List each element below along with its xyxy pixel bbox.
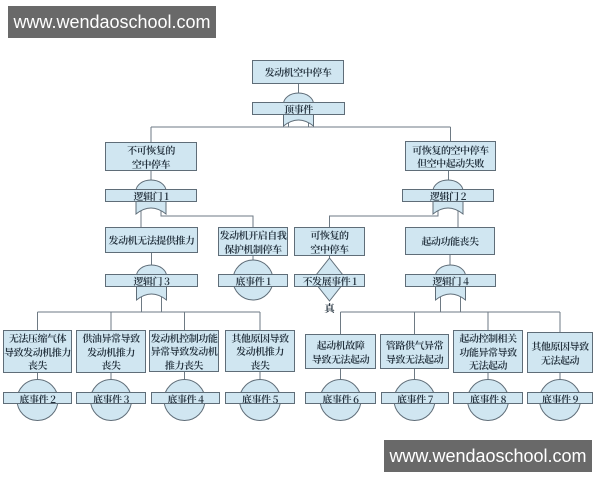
basic-event-6-label: 底事件 6 (305, 392, 376, 404)
cause-box-5: 起动机故障 导致无法起动 (305, 334, 376, 369)
basic-event-8-label: 底事件 8 (453, 392, 523, 404)
basic-event-1-label: 底事件 1 (218, 274, 288, 287)
cause-box-4: 其他原因导致 发动机推力 丧失 (225, 330, 295, 372)
top-gate-label: 顶事件 (252, 102, 345, 115)
watermark-top-left: www.wendaoschool.com (8, 6, 216, 38)
recoverable-shutdown-box: 可恢复的 空中停车 (294, 227, 365, 256)
logic-gate-1-label: 逻辑门 1 (105, 189, 197, 202)
basic-event-2-label: 底事件 2 (3, 392, 72, 404)
cause-box-7: 起动控制相关 功能异常导致 无法起动 (453, 330, 523, 373)
recoverable-restart-fail-box: 可恢复的空中停车 但空中起动失败 (405, 141, 496, 171)
cause-box-1: 无法压缩气体 导致发动机推力 丧失 (3, 330, 72, 373)
logic-gate-2-label: 逻辑门 2 (402, 189, 494, 202)
undeveloped-event-label: 不发展事件 1 (294, 274, 365, 287)
no-thrust-box: 发动机无法提供推力 (105, 227, 198, 253)
start-function-loss-box: 起动功能丧失 (405, 227, 495, 255)
logic-gate-4-label: 逻辑门 4 (405, 274, 496, 287)
logic-gate-3-label: 逻辑门 3 (105, 274, 198, 287)
basic-event-3-label: 底事件 3 (76, 392, 146, 404)
basic-event-5-label: 底事件 5 (225, 392, 295, 404)
top-event-box: 发动机空中停车 (252, 60, 344, 84)
cause-box-2: 供油异常导致 发动机推力 丧失 (76, 330, 146, 373)
condition-true-label: 真 (324, 301, 335, 316)
cause-box-3: 发动机控制功能 异常导致发动机 推力丧失 (149, 330, 219, 372)
conn-gate2-to-b1 (329, 200, 439, 228)
basic-event-9-label: 底事件 9 (527, 392, 593, 404)
conn-gate1-to-a2 (160, 200, 254, 228)
basic-event-4-label: 底事件 4 (151, 392, 220, 404)
self-protection-box: 发动机开启自我 保护机制停车 (218, 227, 288, 256)
basic-event-7-label: 底事件 7 (381, 392, 449, 404)
cause-box-8: 其他原因导致 无法起动 (527, 332, 593, 373)
watermark-bottom-right: www.wendaoschool.com (384, 440, 592, 472)
unrecoverable-shutdown-box: 不可恢复的 空中停车 (105, 142, 197, 171)
cause-box-6: 管路供气异常 导致无法起动 (380, 334, 449, 369)
